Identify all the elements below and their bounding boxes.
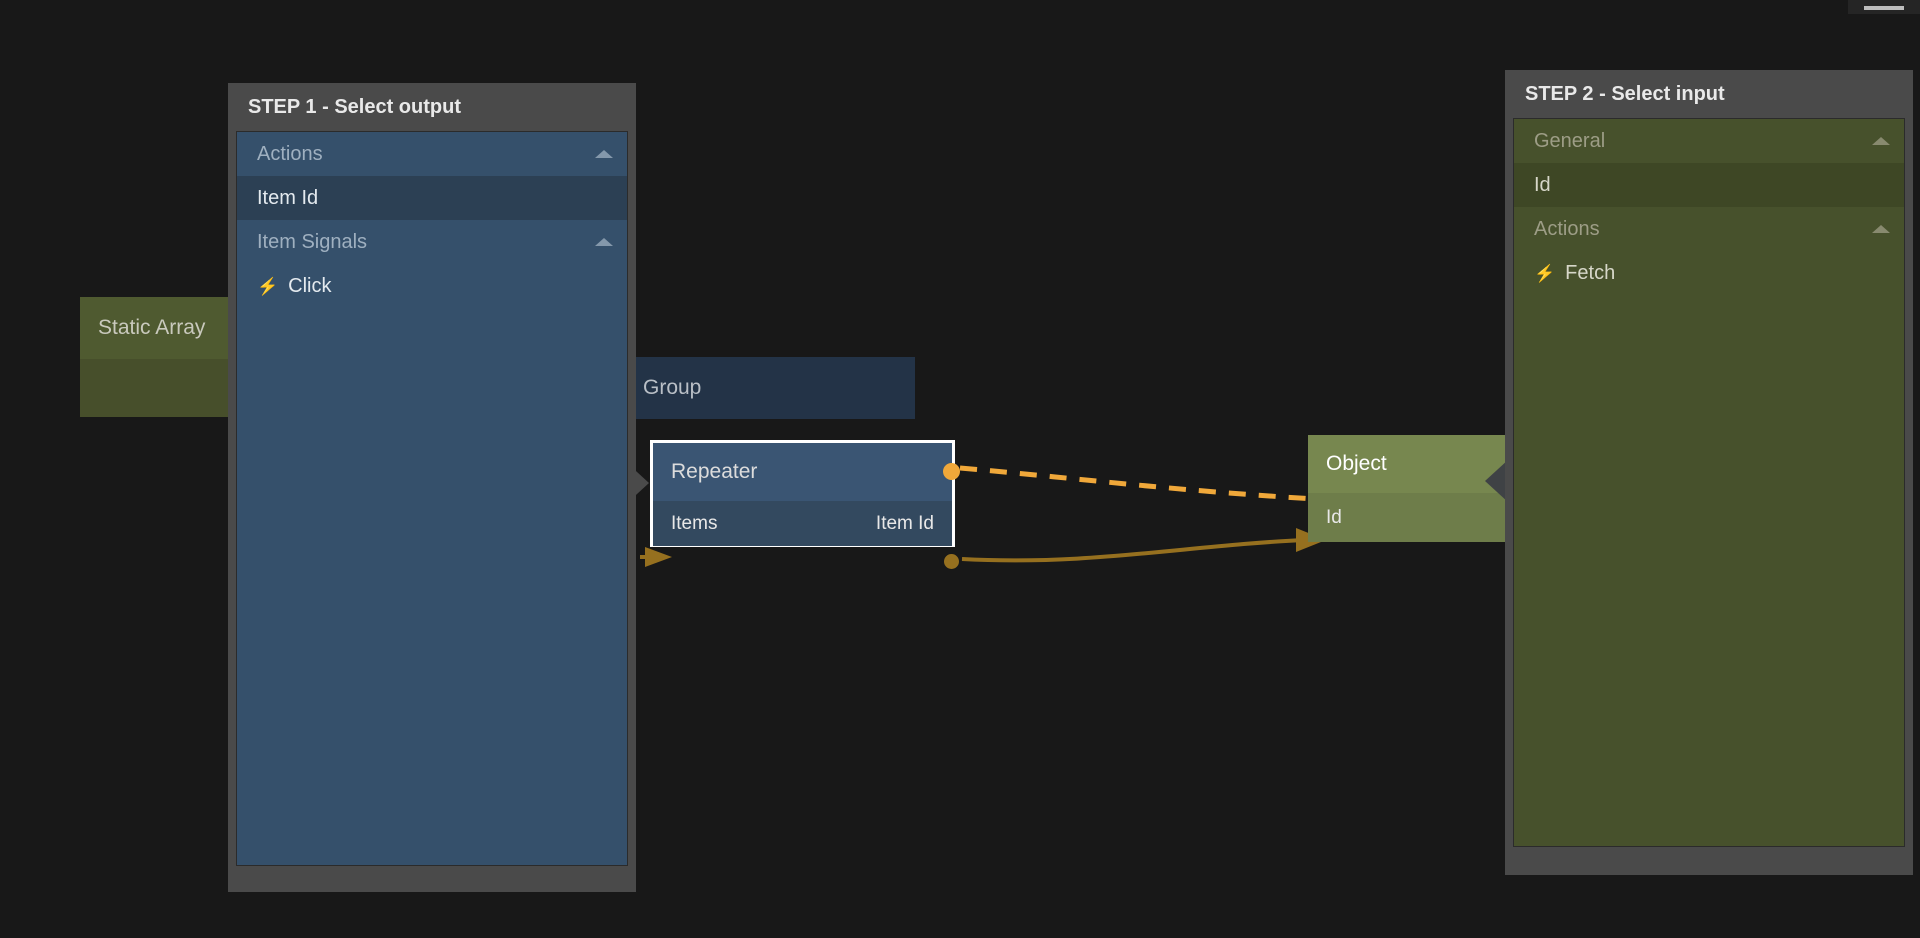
port-dot-click-output[interactable]: [943, 463, 960, 480]
panel-row-label: Item Signals: [257, 230, 368, 253]
panel-row-click-signal[interactable]: ⚡ Click: [237, 264, 627, 308]
panel-row-label: Actions: [257, 142, 323, 165]
port-dot-item-id-output[interactable]: [944, 554, 959, 569]
panel-step-2-title: STEP 2 - Select input: [1525, 82, 1725, 105]
chevron-up-icon[interactable]: [595, 238, 613, 246]
panel-step-1-list[interactable]: Actions Item Id Item Signals ⚡ Click: [236, 131, 628, 866]
bolt-icon: ⚡: [1534, 263, 1556, 283]
node-body-static-array: [80, 359, 245, 417]
panel-row-label: Click: [288, 274, 332, 297]
chevron-up-icon[interactable]: [1872, 225, 1890, 233]
panel-row-label: Actions: [1534, 217, 1600, 240]
panel-row-item-id[interactable]: Item Id: [237, 176, 627, 220]
menu-bar-icon: [1864, 6, 1904, 10]
node-title-static-array: Static Array: [80, 297, 245, 359]
graph-node-group[interactable]: Group: [625, 357, 915, 419]
panel-row-label: Id: [1534, 173, 1551, 196]
chevron-up-icon[interactable]: [595, 150, 613, 158]
panel-row-id[interactable]: Id: [1514, 163, 1904, 207]
node-title-object: Object: [1308, 435, 1508, 493]
panel-step-1-select-output[interactable]: STEP 1 - Select output Actions Item Id I…: [228, 83, 636, 892]
node-ports-object: Id: [1308, 493, 1508, 542]
bolt-icon: ⚡: [257, 276, 279, 296]
panel-row-fetch-signal[interactable]: ⚡ Fetch: [1514, 251, 1904, 295]
panel-row-general-group[interactable]: General: [1514, 119, 1904, 163]
chevron-up-icon[interactable]: [1872, 137, 1890, 145]
graph-node-object[interactable]: Object Id: [1308, 435, 1509, 542]
graph-node-repeater[interactable]: Repeater Items Item Id: [623, 440, 960, 569]
node-title-group: Group: [625, 357, 915, 419]
node-ports-repeater: Items Item Id: [653, 501, 952, 546]
graph-node-static-array[interactable]: Static Array: [80, 297, 245, 417]
panel-row-actions-group[interactable]: Actions: [237, 132, 627, 176]
panel-step-2-list[interactable]: General Id Actions ⚡ Fetch: [1513, 118, 1905, 847]
node-title-repeater: Repeater: [653, 443, 952, 501]
panel-step-1-title: STEP 1 - Select output: [248, 95, 461, 118]
panel-row-label: General: [1534, 129, 1606, 152]
panel-row-label: Fetch: [1565, 261, 1616, 284]
panel-row-item-signals-group[interactable]: Item Signals: [237, 220, 627, 264]
panel-row-label: Item Id: [257, 186, 319, 209]
panel-step-2-select-input[interactable]: STEP 2 - Select input General Id Actions…: [1505, 70, 1913, 875]
port-label-id[interactable]: Id: [1326, 506, 1342, 528]
port-label-item-id[interactable]: Item Id: [875, 512, 934, 534]
edge-value-repeater-to-object: [961, 538, 1306, 563]
window-menu-handle[interactable]: [1848, 0, 1920, 14]
port-label-items[interactable]: Items: [671, 512, 718, 534]
panel-row-actions-group[interactable]: Actions: [1514, 207, 1904, 251]
edge-stub-arrowhead: [645, 547, 672, 567]
